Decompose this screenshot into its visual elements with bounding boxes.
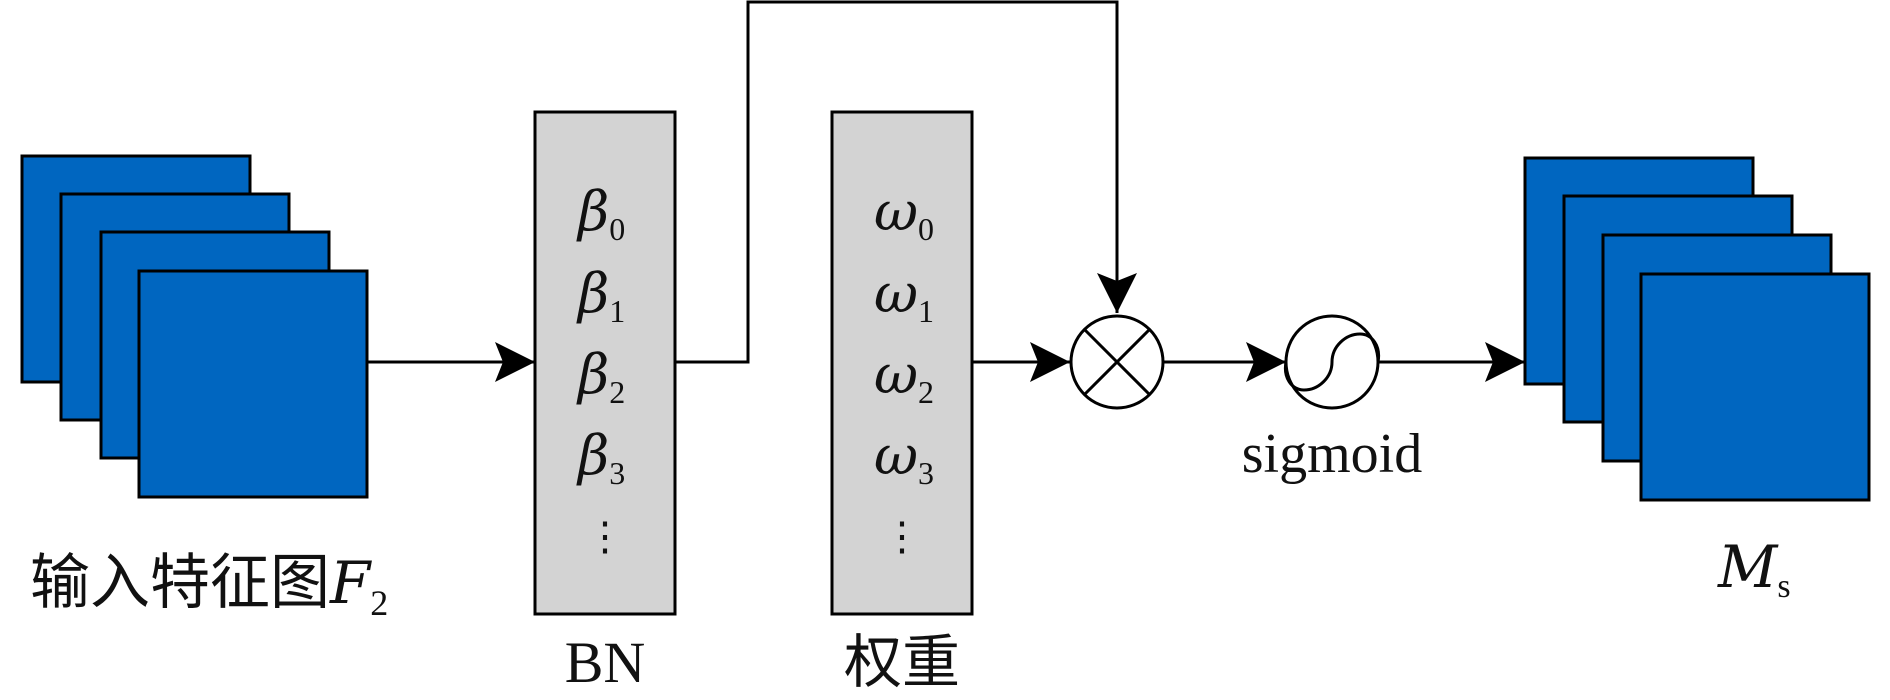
input-feature-map-layer-4 [137,269,369,499]
weight-omega-1: ω1 [874,262,934,329]
bn-skip-connection [675,0,1137,364]
weight-ellipsis: ⋮ [882,514,922,560]
bn-ellipsis: ⋮ [585,514,625,560]
output-map-layer-4 [1639,272,1871,502]
input-feature-map-stack [20,154,369,499]
weight-omega-0: ω0 [874,180,934,247]
weight-omega-3: ω3 [874,424,934,491]
output-label: Ms [1717,533,1791,605]
bn-beta-3: β3 [576,424,625,491]
weight-label: 权重 [844,630,960,695]
input-label: 输入特征图F2 [30,549,388,623]
bn-beta-2: β2 [576,343,625,410]
sigmoid-label: sigmoid [1242,423,1422,485]
output-map-stack [1523,156,1871,502]
bn-beta-1: β1 [576,262,625,329]
bn-beta-0: β0 [576,180,625,247]
multiply-icon [1069,314,1165,410]
weight-omega-2: ω2 [874,343,934,410]
sigmoid-icon [1283,314,1381,410]
weight-column [830,110,974,616]
bn-label: BN [565,630,646,695]
